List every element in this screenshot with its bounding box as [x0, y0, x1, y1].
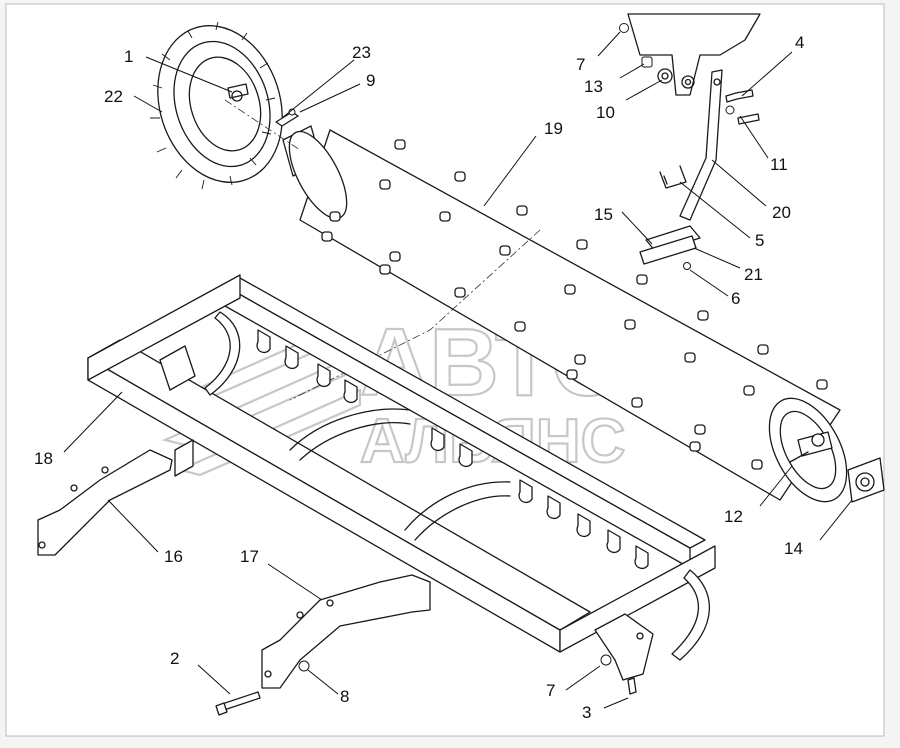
callout-4: 4 — [795, 33, 804, 52]
hub-bracket-23 — [275, 108, 299, 127]
callout-2: 2 — [170, 649, 179, 668]
callout-7-top: 7 — [576, 55, 585, 74]
callout-13: 13 — [584, 77, 603, 96]
roller-19 — [288, 129, 848, 503]
wheel-22 — [150, 21, 283, 190]
axis-line-mount — [289, 229, 541, 401]
callout-14: 14 — [784, 539, 803, 558]
scraper-blade-15 — [639, 225, 701, 270]
scraper-arm-20 — [679, 69, 723, 221]
callout-16: 16 — [164, 547, 183, 566]
frame-18 — [87, 274, 716, 681]
bracket-16 — [37, 449, 173, 556]
mount-bracket — [627, 13, 761, 96]
callout-11: 11 — [770, 155, 788, 174]
axis-line-wheel — [224, 99, 301, 151]
callout-9: 9 — [366, 71, 375, 90]
callout-18: 18 — [34, 449, 53, 468]
ubolt-5 — [659, 165, 687, 189]
callout-10: 10 — [596, 103, 615, 122]
callout-17: 17 — [240, 547, 259, 566]
nut-8 — [298, 660, 310, 672]
callout-15: 15 — [594, 205, 613, 224]
callout-6: 6 — [731, 289, 740, 308]
callout-22: 22 — [104, 87, 123, 106]
fasteners-top — [619, 23, 760, 125]
callout-19: 19 — [544, 119, 563, 138]
callout-5: 5 — [755, 231, 764, 250]
callout-3: 3 — [582, 703, 591, 722]
callout-21: 21 — [744, 265, 763, 284]
callout-12: 12 — [724, 507, 743, 526]
callout-20: 20 — [772, 203, 791, 222]
nut-7-bottom — [600, 654, 612, 666]
bracket-17 — [261, 574, 431, 689]
bolt-2 — [215, 691, 261, 716]
callouts: 1 2 3 4 5 6 7 7 8 9 10 11 12 13 14 15 16 — [34, 31, 853, 722]
bearing-flange-14 — [847, 457, 885, 503]
callout-8: 8 — [340, 687, 349, 706]
bolt-3 — [627, 677, 637, 695]
callout-1: 1 — [124, 47, 133, 66]
callout-7-bottom: 7 — [546, 681, 555, 700]
callout-23: 23 — [352, 43, 371, 62]
